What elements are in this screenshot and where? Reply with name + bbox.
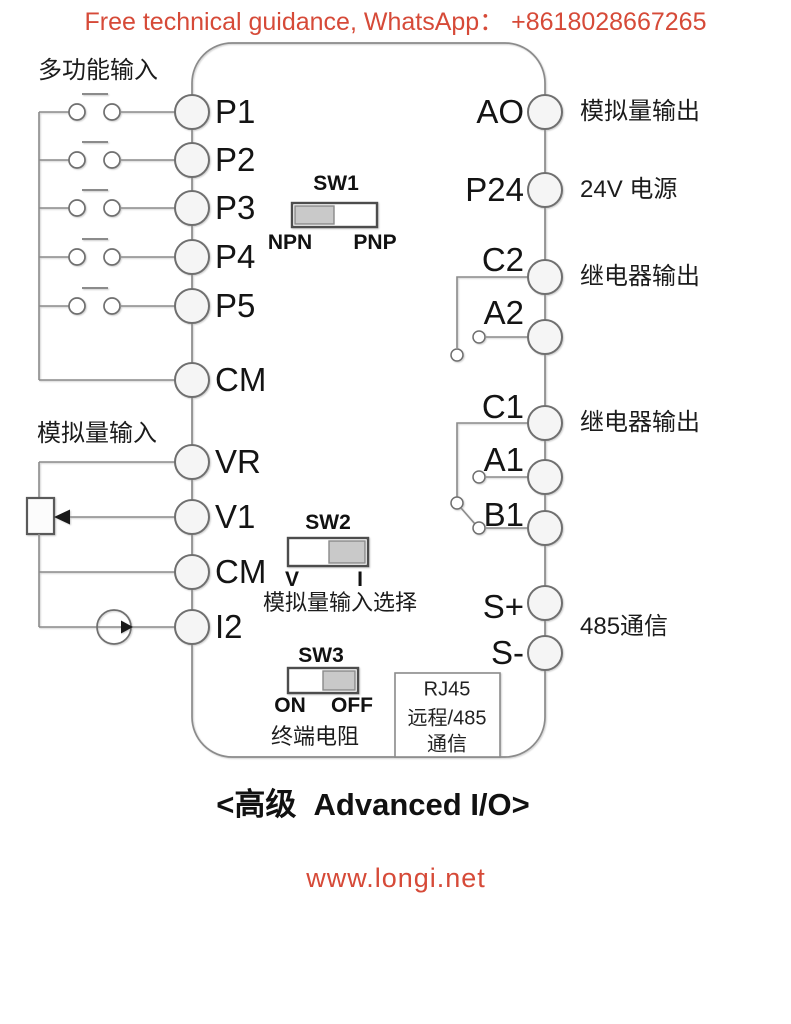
sw3-caption: 终端电阻 — [270, 724, 360, 749]
terminal-p2-circle — [174, 142, 210, 178]
terminal-v1-label: V1 — [215, 498, 256, 535]
sw2-i-label: I — [357, 568, 363, 591]
terminal-p4-label: P4 — [215, 238, 256, 275]
terminal-p24-label: P24 — [465, 171, 524, 208]
relay-output1-label: 继电器输出 — [580, 263, 700, 290]
sw1-npn-label: NPN — [267, 231, 313, 254]
sw2-v-label: V — [284, 568, 300, 591]
terminal-c2-circle — [527, 259, 563, 295]
terminal-v1-circle — [174, 499, 210, 535]
terminal-c1-label: C1 — [481, 388, 524, 425]
rj45-box — [394, 672, 501, 758]
potentiometer-symbol — [25, 496, 56, 536]
rj45-line2: 远程/485 — [407, 707, 487, 730]
control-board-outline — [191, 42, 546, 758]
rj45-line3: 通信 — [427, 733, 467, 756]
terminal-a1-label: A1 — [483, 441, 524, 478]
comm-485-label: 485通信 — [580, 613, 669, 640]
sw1-switch — [290, 201, 379, 229]
terminal-ao-circle — [527, 94, 563, 130]
analog-input-wiring — [25, 461, 175, 645]
digital-input-wiring — [38, 93, 175, 381]
promo-banner: Free technical guidance, WhatsApp： +8618… — [84, 8, 707, 36]
terminal-vr-circle — [174, 444, 210, 480]
terminal-splus-label: S+ — [482, 588, 524, 625]
relay1-wiring — [450, 276, 528, 362]
terminal-p2-label: P2 — [215, 141, 256, 178]
terminal-ao-label: AO — [476, 93, 524, 130]
power-24v-label: 24V 电源 — [580, 176, 678, 203]
terminal-sminus-circle — [527, 635, 563, 671]
sw1-pnp-label: PNP — [353, 231, 397, 254]
terminal-i2-label: I2 — [215, 608, 243, 645]
terminal-cm1-circle — [174, 362, 210, 398]
sw1-title: SW1 — [313, 172, 359, 195]
sw3-on-label: ON — [274, 694, 306, 717]
sw2-switch — [286, 536, 370, 568]
relay2-wiring — [450, 422, 528, 535]
terminal-cm2-circle — [174, 554, 210, 590]
rj45-line1: RJ45 — [423, 678, 471, 701]
terminal-b1-circle — [527, 510, 563, 546]
sw3-switch — [286, 666, 360, 695]
analog-input-label: 模拟量输入 — [37, 420, 157, 447]
terminal-b1-label: B1 — [483, 496, 524, 533]
relay-output2-label: 继电器输出 — [580, 409, 700, 436]
terminal-c1-circle — [527, 405, 563, 441]
left-terminals — [174, 94, 210, 645]
analog-output-label: 模拟量输出 — [580, 98, 700, 125]
wiper-arrow — [54, 509, 70, 525]
terminal-vr-label: VR — [215, 443, 261, 480]
terminal-c2-label: C2 — [481, 241, 524, 278]
terminal-p3-label: P3 — [215, 189, 256, 226]
terminal-splus-circle — [527, 585, 563, 621]
terminal-p3-circle — [174, 190, 210, 226]
sw3-off-label: OFF — [331, 694, 373, 717]
terminal-cm1-label: CM — [215, 361, 267, 398]
terminal-p24-circle — [527, 172, 563, 208]
terminal-i2-circle — [174, 609, 210, 645]
diagram-title: <高级 Advanced I/O> — [216, 787, 530, 822]
sw2-title: SW2 — [305, 511, 351, 534]
terminal-sminus-label: S- — [491, 634, 524, 671]
website-text: www.longi.net — [306, 863, 486, 893]
terminal-p4-circle — [174, 239, 210, 275]
terminal-p5-circle — [174, 288, 210, 324]
terminal-p5-label: P5 — [215, 287, 256, 324]
terminal-p1-label: P1 — [215, 93, 256, 130]
terminal-a2-label: A2 — [483, 294, 524, 331]
terminal-a2-circle — [527, 319, 563, 355]
terminal-p1-circle — [174, 94, 210, 130]
right-terminals — [527, 94, 563, 671]
sw3-title: SW3 — [298, 644, 344, 667]
terminal-cm2-label: CM — [215, 553, 267, 590]
multi-function-input-label: 多功能输入 — [38, 57, 158, 84]
sw2-caption: 模拟量输入选择 — [262, 590, 418, 615]
current-arrow — [121, 620, 133, 634]
terminal-a1-circle — [527, 459, 563, 495]
